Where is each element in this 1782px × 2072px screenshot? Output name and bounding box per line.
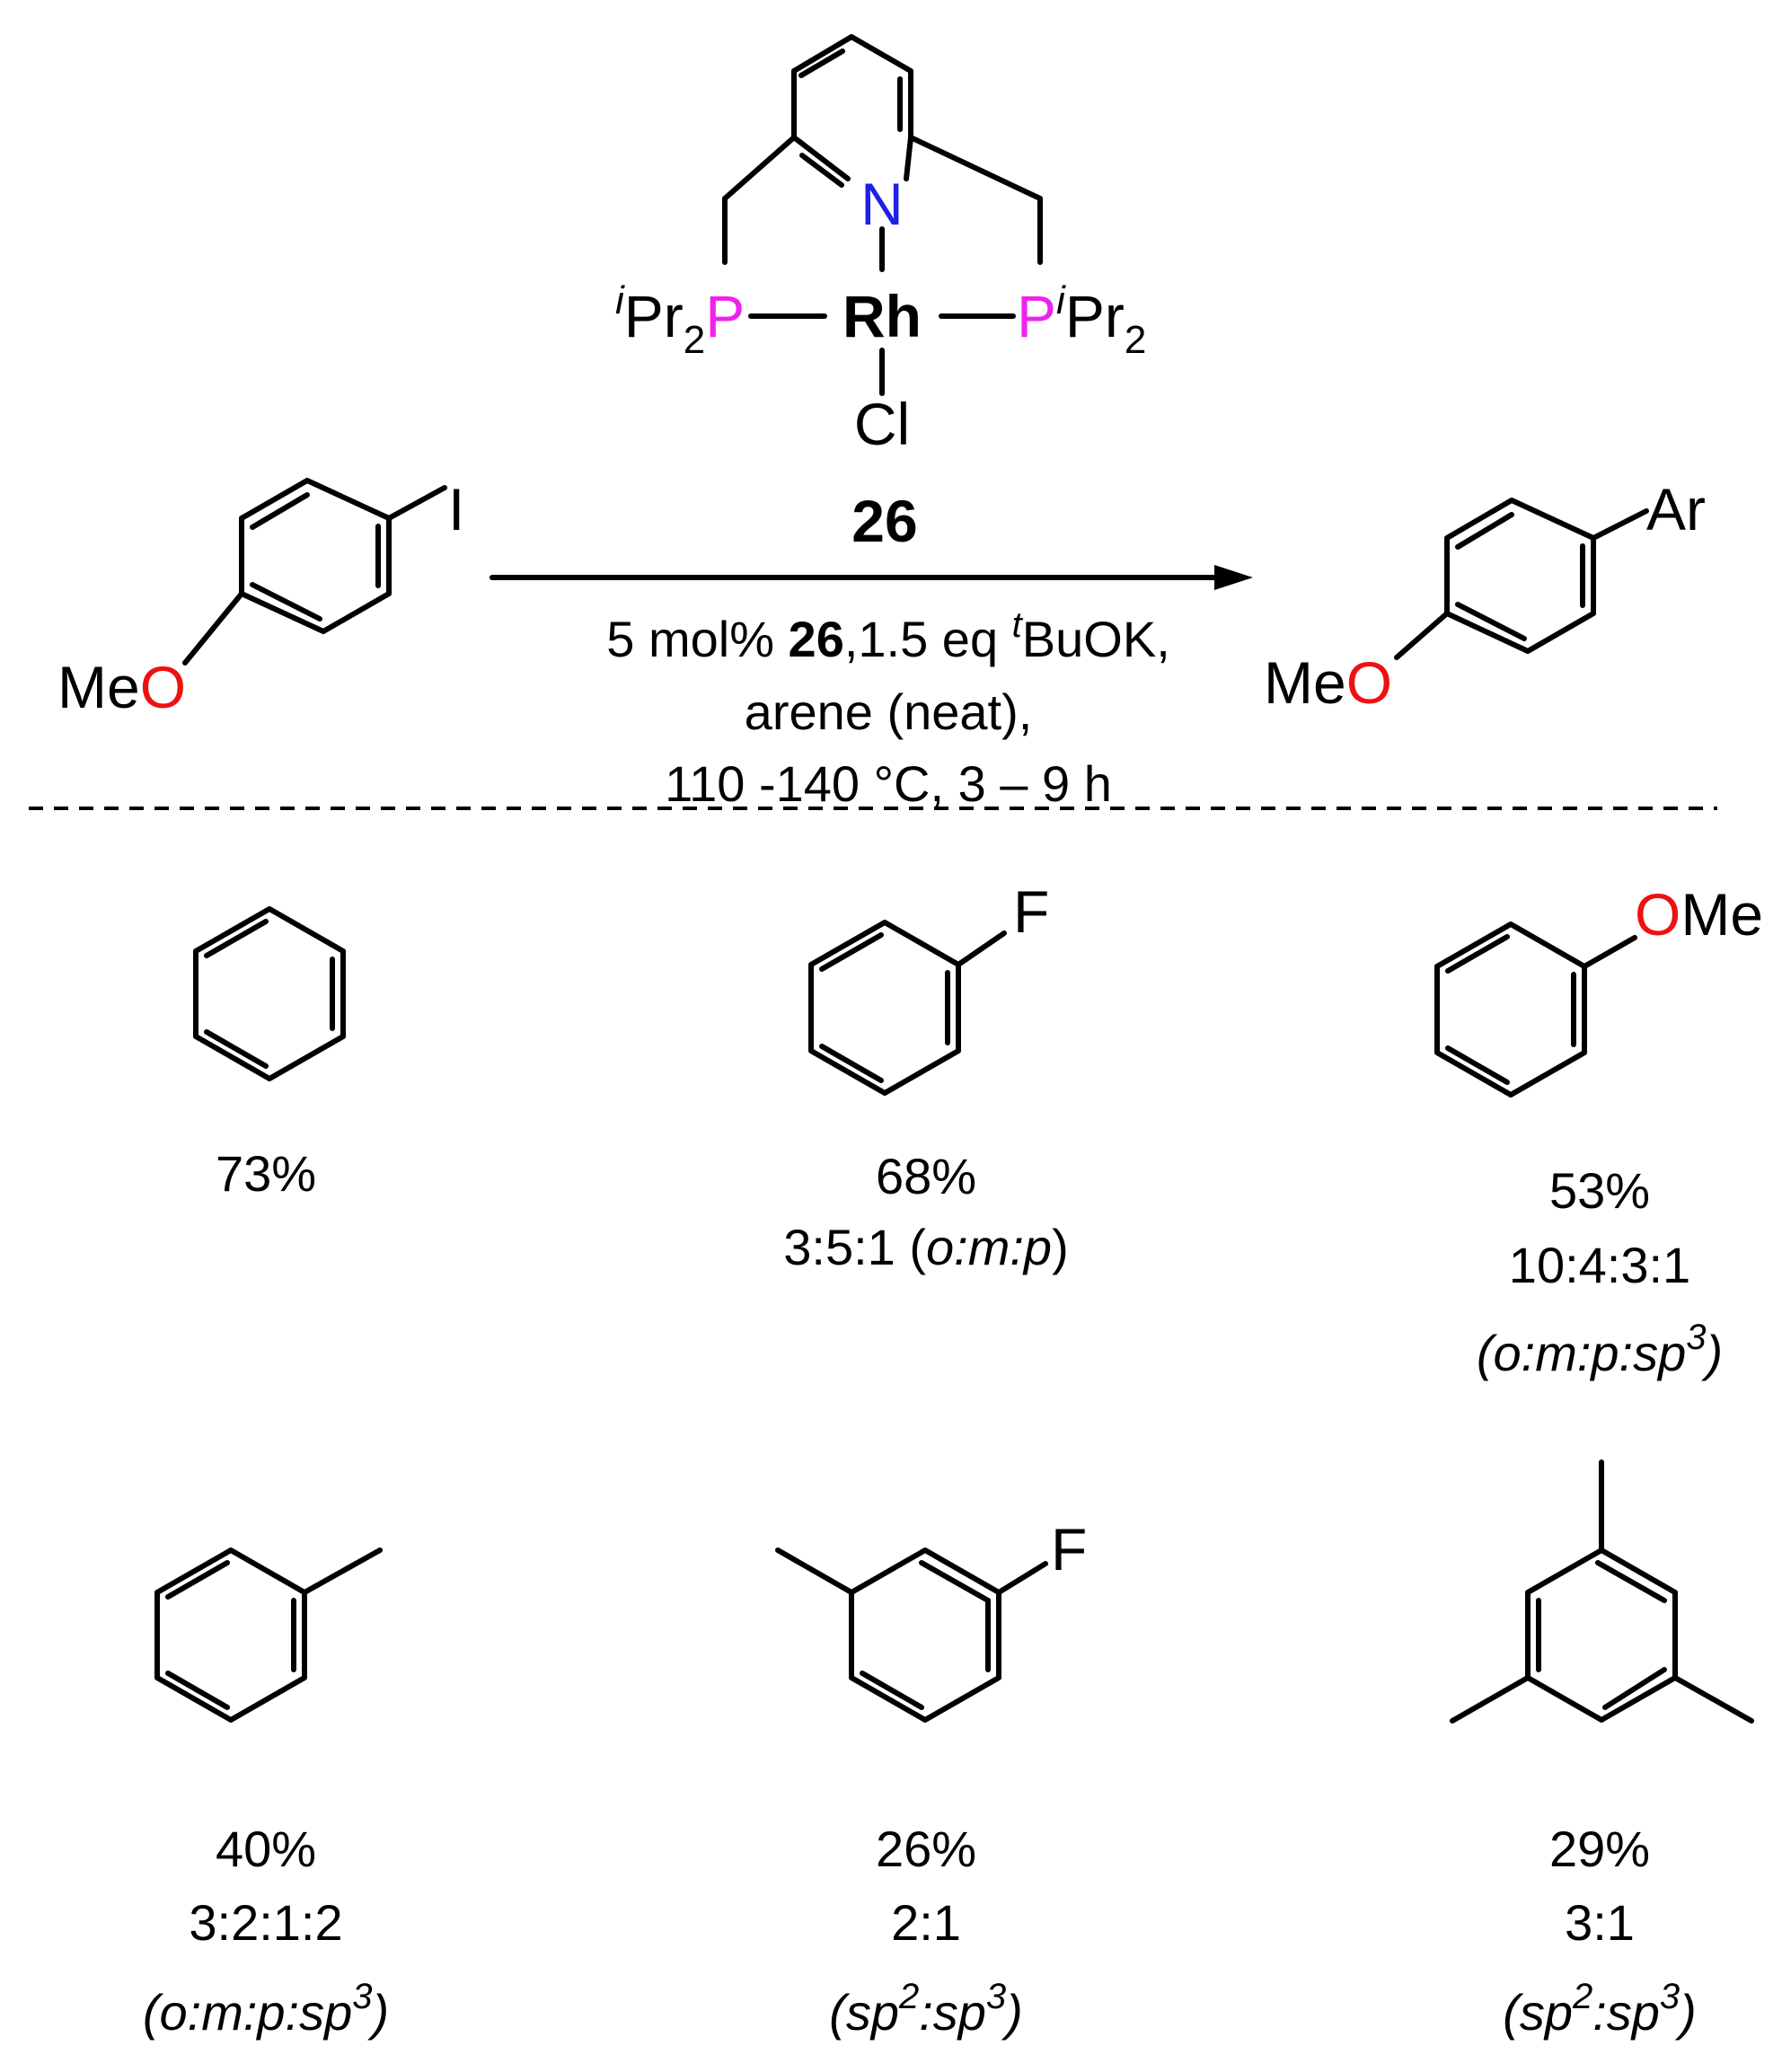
fluorobenzene-fluorine: F: [1013, 878, 1049, 945]
conditions-line-3: 110 -140 °C, 3 – 9 h: [665, 755, 1112, 812]
substrate-iodine: I: [448, 476, 464, 542]
yield-mesitylene: 29%: [1549, 1821, 1650, 1877]
arrow-head: [1214, 565, 1253, 590]
arene-3-fluorotoluene: F: [775, 1516, 1087, 1723]
catalyst-structure: N Rh Cl iPr2P PiPr2 26: [615, 34, 1146, 554]
ratio-toluene: 3:2:1:2: [189, 1894, 342, 1951]
yield-benzene: 73%: [216, 1145, 316, 1202]
selectivity-anisole: (o:m:p:sp3): [1477, 1318, 1723, 1381]
selectivity-toluene: (o:m:p:sp3): [143, 1977, 389, 2041]
arene-toluene: [154, 1547, 383, 1723]
conditions-line-1: 5 mol% 26,1.5 eq tBuOK,: [606, 605, 1170, 667]
fluorotoluene-fluorine: F: [1051, 1516, 1087, 1583]
selectivity-3-fluorotoluene: (sp2:sp3): [829, 1977, 1023, 2041]
catalyst-chloride: Cl: [854, 391, 910, 457]
ratio-anisole: 10:4:3:1: [1509, 1237, 1690, 1293]
arene-benzene: [193, 906, 346, 1081]
yield-3-fluorotoluene: 26%: [876, 1821, 976, 1877]
yield-anisole: 53%: [1549, 1162, 1650, 1219]
selectivity-fluorobenzene: 3:5:1 (o:m:p): [783, 1219, 1068, 1275]
product-structure: Ar MeO: [1264, 476, 1706, 716]
ratio-3-fluorotoluene: 2:1: [891, 1894, 961, 1951]
catalyst-nitrogen: N: [860, 171, 904, 237]
ratio-mesitylene: 3:1: [1565, 1894, 1635, 1951]
arene-mesitylene: [1450, 1459, 1754, 1724]
catalyst-rhodium: Rh: [842, 283, 922, 349]
product-methoxy: MeO: [1264, 649, 1392, 716]
catalyst-pyridine-ring: [791, 34, 913, 140]
catalyst-right-phosphorus: P: [1017, 283, 1056, 349]
catalyst-label: 26: [851, 488, 917, 554]
catalyst-left-phosphorus: P: [705, 283, 745, 349]
catalyst-left-ipr2: iPr2P: [615, 278, 745, 362]
selectivity-mesitylene: (sp2:sp3): [1503, 1977, 1697, 2041]
arene-anisole: OMe: [1434, 881, 1763, 1098]
substrate-methoxy: MeO: [57, 654, 186, 720]
substrate-structure: I MeO: [57, 476, 464, 720]
reaction-arrow: [490, 565, 1253, 590]
conditions-line-2: arene (neat),: [745, 683, 1033, 740]
arene-fluorobenzene: F: [808, 878, 1049, 1096]
yield-toluene: 40%: [216, 1821, 316, 1877]
yield-fluorobenzene: 68%: [876, 1148, 976, 1204]
anisole-methoxy: OMe: [1635, 881, 1763, 948]
product-aryl: Ar: [1646, 476, 1706, 542]
catalyst-right-ipr2: PiPr2: [1017, 278, 1146, 362]
